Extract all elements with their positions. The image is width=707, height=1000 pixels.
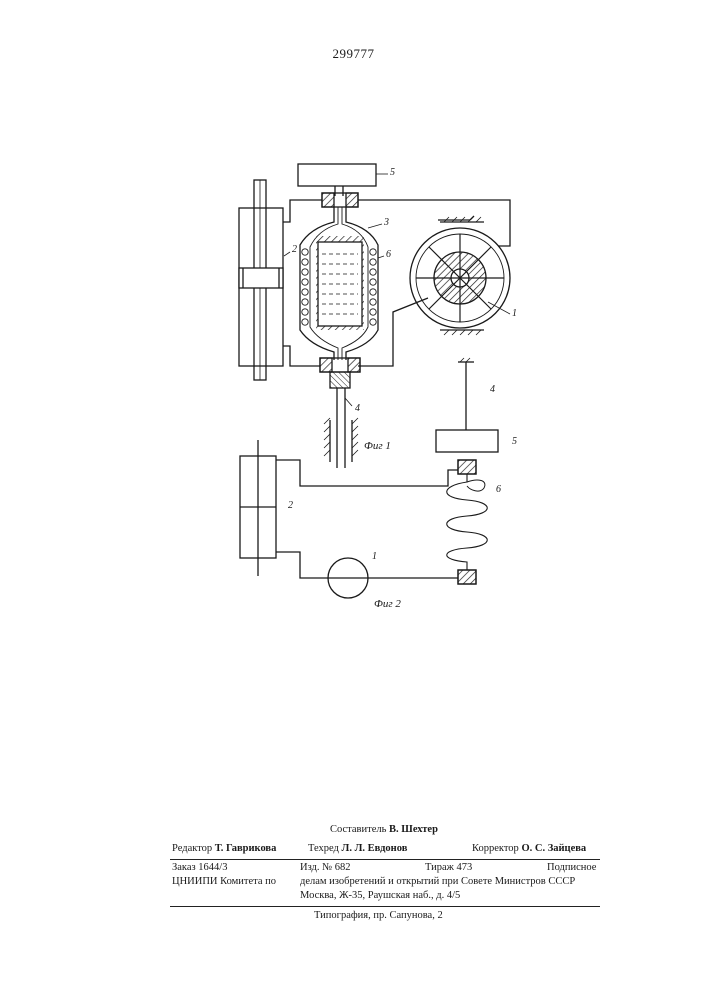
order-number: Заказ 1644/3 (172, 862, 227, 873)
print-run: Тираж 473 (425, 862, 472, 873)
imprint-rule-top (170, 859, 600, 860)
corrector-line: Корректор О. С. Зайцева (472, 843, 586, 854)
fig1-part-label-1: 1 (512, 308, 517, 319)
fig1-part-label-4: 4 (355, 403, 360, 414)
fig1-part-label-5: 5 (390, 167, 395, 178)
fig2-circle-1 (328, 558, 368, 598)
fig1-rotary-wheel-1 (410, 217, 510, 335)
subscription-note: Подписное (547, 862, 596, 873)
corrector-label: Корректор (472, 843, 519, 854)
fig1-part-label-3: 3 (384, 217, 389, 228)
fig1-part-label-2: 2 (292, 244, 297, 255)
fig2-mass-5 (436, 430, 498, 452)
fig2-part-label-6: 6 (496, 484, 501, 495)
fig1-plate-assembly-2 (239, 180, 283, 380)
figure-2 (240, 358, 498, 598)
compiler-line: Составитель В. Шехтер (330, 824, 438, 835)
fig2-plate-assembly-2 (240, 440, 276, 576)
fig1-caption: Фиг 1 (364, 440, 391, 452)
techred-label: Техред (308, 843, 339, 854)
editor-label: Редактор (172, 843, 212, 854)
fig1-mass-block-5 (298, 164, 376, 186)
figure-1 (239, 164, 510, 468)
imprint-rule-bottom (170, 906, 600, 907)
org-line2: Москва, Ж-35, Раушская наб., д. 4/5 (300, 890, 460, 901)
fig1-bottom-bearing (320, 358, 360, 468)
editor-line: Редактор Т. Гаврикова (172, 843, 276, 854)
fig1-part-label-6: 6 (386, 249, 391, 260)
fig2-part-label-2: 2 (288, 500, 293, 511)
fig1-top-bearing (322, 186, 358, 207)
fig2-wire-bottom (276, 552, 328, 578)
corrector-name: О. С. Зайцева (521, 843, 586, 854)
org-line1-right: делам изобретений и открытий при Совете … (300, 876, 575, 887)
org-line1-left: ЦНИИПИ Комитета по (172, 876, 276, 887)
printer-line: Типография, пр. Сапунова, 2 (314, 910, 443, 921)
fig2-part-label-5: 5 (512, 436, 517, 447)
fig2-caption: Фиг 2 (374, 598, 401, 610)
fig2-part-label-4: 4 (490, 384, 495, 395)
izd-number: Изд. № 682 (300, 862, 351, 873)
fig2-spring-6 (447, 474, 488, 570)
techred-line: Техред Л. Л. Евдонов (308, 843, 407, 854)
techred-name: Л. Л. Евдонов (342, 843, 408, 854)
fig1-body-3 (300, 207, 378, 360)
editor-name: Т. Гаврикова (215, 843, 277, 854)
fig2-wire-top (276, 460, 458, 486)
compiler-label: Составитель (330, 824, 386, 835)
fig2-part-label-1: 1 (372, 551, 377, 562)
compiler-name: В. Шехтер (389, 824, 438, 835)
